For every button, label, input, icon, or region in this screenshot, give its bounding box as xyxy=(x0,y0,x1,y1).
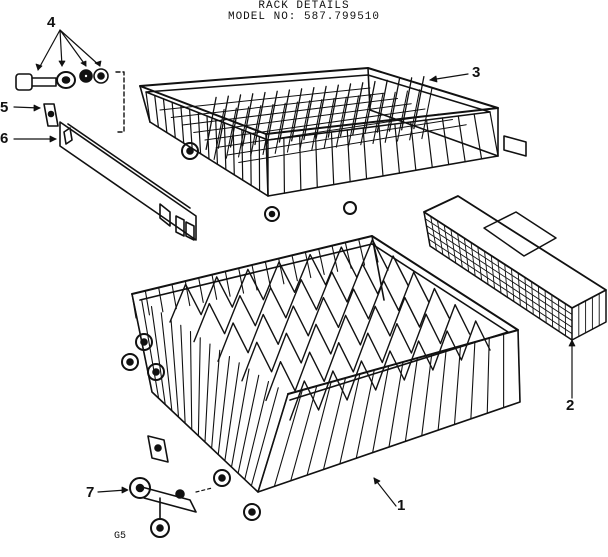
part-7-wheel-assembly xyxy=(129,435,197,538)
part-5-clip xyxy=(43,103,59,127)
callout-6: 6 xyxy=(0,130,9,147)
model-number: MODEL NO: 587.799510 xyxy=(227,11,381,23)
part-4-hardware xyxy=(15,68,109,91)
upper-rack xyxy=(139,67,527,222)
silverware-basket xyxy=(423,195,607,341)
lower-rack xyxy=(121,235,521,521)
callout-7: 7 xyxy=(86,484,95,501)
figure-code: G5 xyxy=(114,531,127,542)
callout-5: 5 xyxy=(0,99,9,116)
callout-2: 2 xyxy=(566,397,575,414)
diagram-title: RACK DETAILS xyxy=(258,0,350,12)
callout-1: 1 xyxy=(397,497,406,514)
callout-3: 3 xyxy=(472,64,481,81)
callout-4: 4 xyxy=(47,14,56,31)
part-6-rail xyxy=(59,121,197,241)
